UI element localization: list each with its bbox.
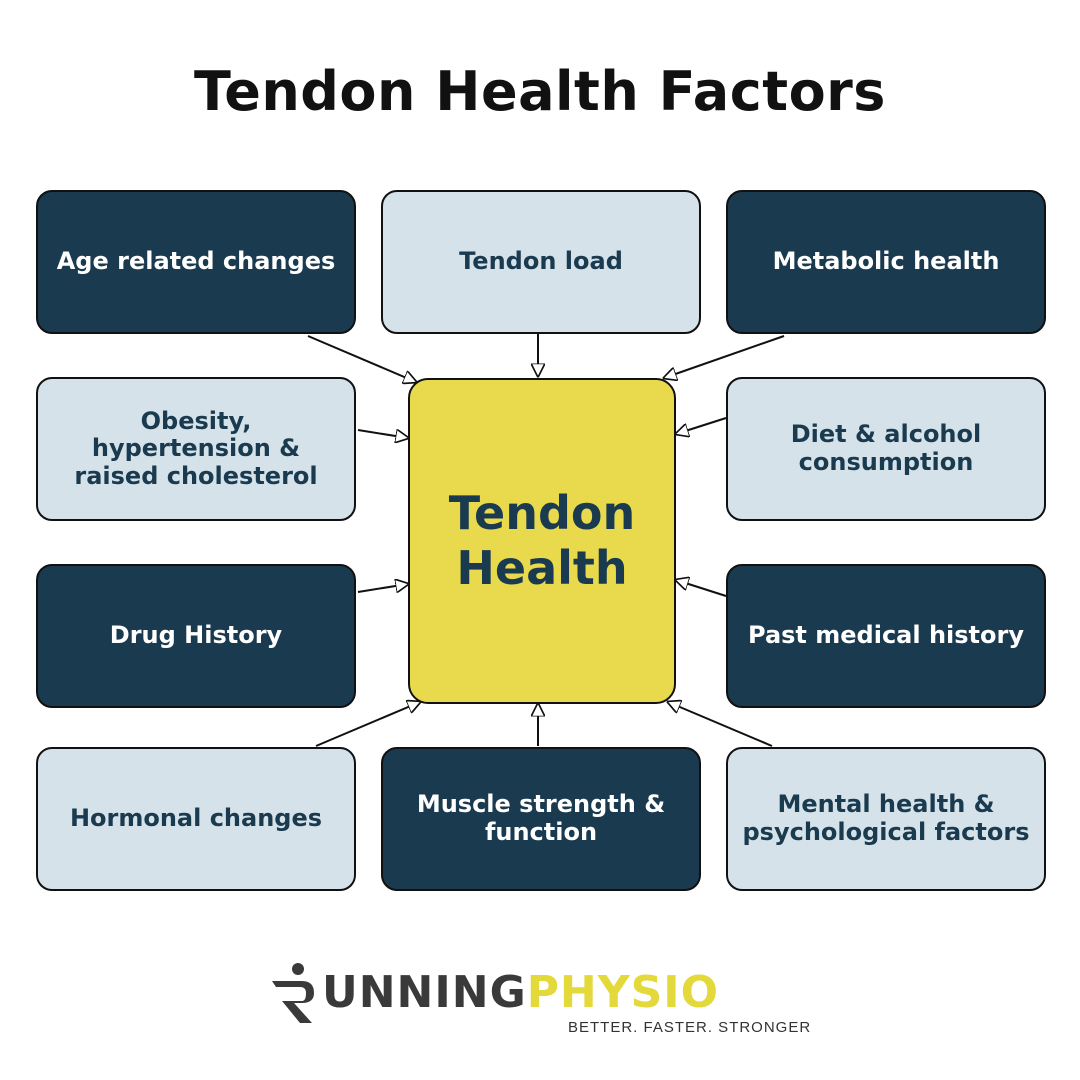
factor-tendon-load: Tendon load — [381, 190, 701, 334]
factor-obesity: Obesity, hypertension & raised cholester… — [36, 377, 356, 521]
arrow-hormonal — [315, 702, 420, 747]
arrow-metabolic — [664, 335, 785, 378]
arrow-past-medical — [676, 580, 727, 597]
runner-logo-icon — [272, 963, 314, 1023]
center-tendon-health: Tendon Health — [408, 378, 676, 704]
factor-past-medical-history: Past medical history — [726, 564, 1046, 708]
factor-hormonal-changes: Hormonal changes — [36, 747, 356, 891]
arrow-obesity — [357, 429, 408, 438]
logo-wordmark: UNNINGPHYSIO — [322, 967, 719, 1018]
arrow-drug — [357, 584, 408, 593]
arrow-age — [307, 335, 416, 382]
arrow-diet — [676, 417, 727, 434]
center-line-2: Health — [456, 541, 628, 595]
factor-drug-history: Drug History — [36, 564, 356, 708]
running-physio-logo: UNNINGPHYSIO BETTER. FASTER. STRONGER — [268, 955, 828, 1045]
logo-running-text: UNNING — [322, 967, 527, 1018]
factor-muscle-strength: Muscle strength & function — [381, 747, 701, 891]
factor-mental-health: Mental health & psychological factors — [726, 747, 1046, 891]
logo-tagline: BETTER. FASTER. STRONGER — [568, 1019, 812, 1036]
logo-physio-text: PHYSIO — [526, 967, 720, 1018]
center-line-1: Tendon — [448, 485, 636, 540]
factor-diet-alcohol: Diet & alcohol consumption — [726, 377, 1046, 521]
page-title: Tendon Health Factors — [194, 60, 886, 123]
factor-age-related-changes: Age related changes — [36, 190, 356, 334]
arrow-mental — [668, 702, 773, 747]
factor-metabolic-health: Metabolic health — [726, 190, 1046, 334]
